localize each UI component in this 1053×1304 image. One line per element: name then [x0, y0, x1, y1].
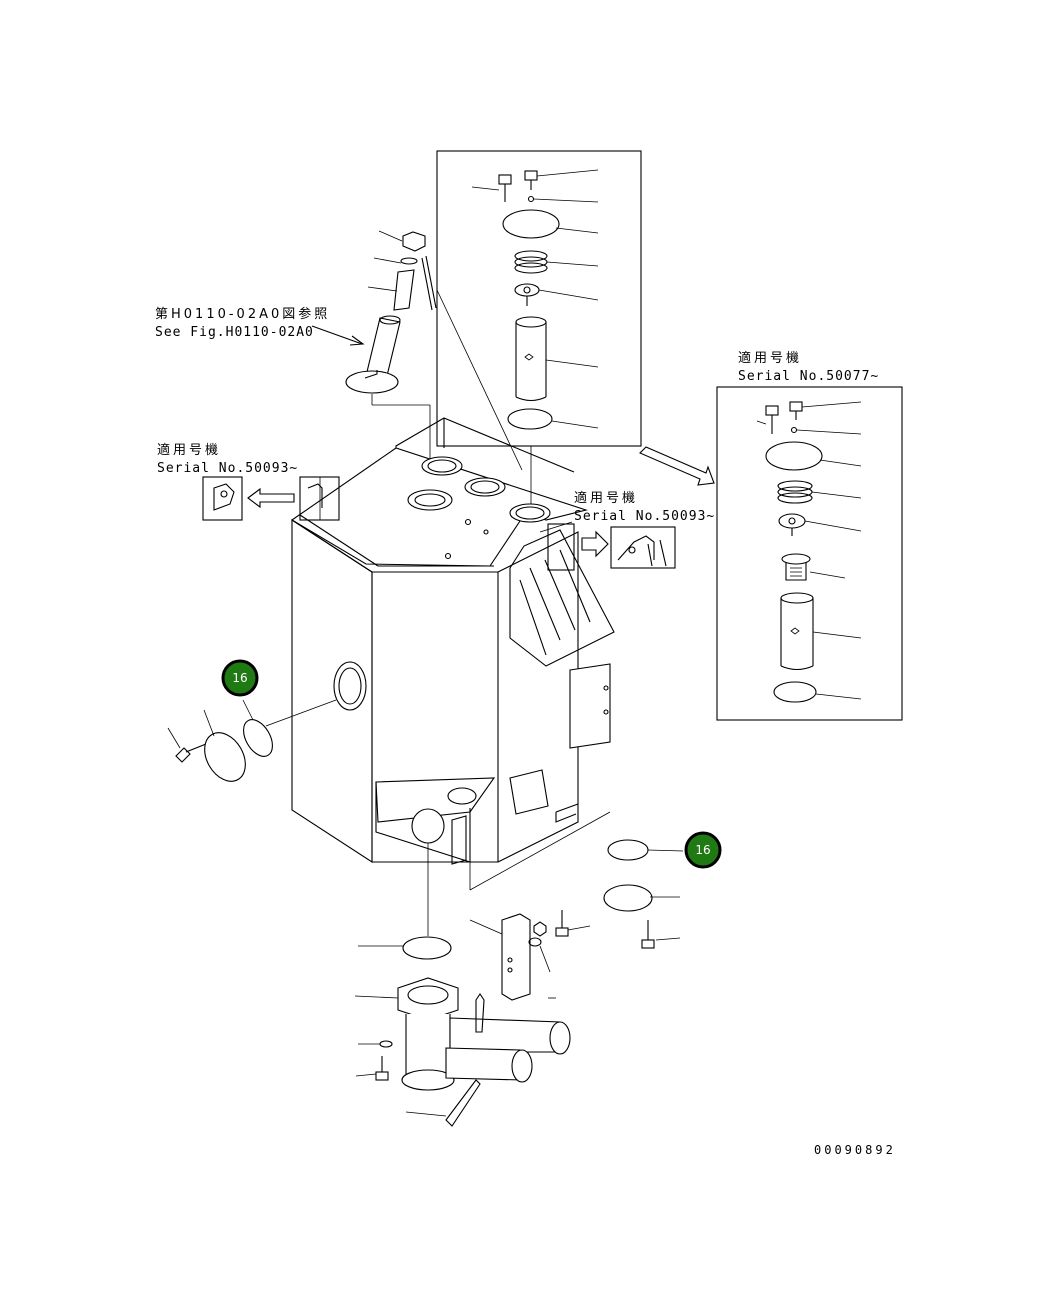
bracket-parts	[469, 910, 591, 1001]
callout-badge-16-left[interactable]: 16	[221, 659, 259, 697]
strainer-part	[393, 269, 415, 311]
cover-plate	[502, 209, 560, 239]
filler-cap	[402, 231, 426, 252]
serial-note-right-number: Serial No.50077~	[738, 369, 879, 384]
suction-flange	[397, 977, 459, 1021]
tank-port	[407, 489, 453, 511]
callout-badge-16-left-label: 16	[232, 671, 247, 685]
cover-plate	[765, 441, 823, 471]
valve-part	[778, 513, 806, 529]
hose-clamp	[445, 1079, 481, 1127]
filler-neck-assembly	[311, 230, 437, 460]
filter-inset-right: 適用号機 Serial No.50077~	[639, 350, 903, 721]
drawing-number: 00090892	[814, 1143, 896, 1157]
serial-note-left-number: Serial No.50093~	[157, 461, 298, 476]
sight-gauge-parts	[167, 699, 337, 782]
nut-part	[533, 921, 547, 937]
gasket-ring	[507, 408, 553, 430]
valve-part	[514, 283, 540, 297]
bolt-icon	[375, 1056, 389, 1081]
arrow-left-icon	[247, 487, 295, 509]
side-bracket-box	[569, 663, 611, 749]
arrow-diagonal-icon	[639, 446, 715, 486]
bolt-icon	[789, 401, 803, 420]
filler-flange	[345, 370, 399, 394]
bolt-icon	[555, 910, 569, 937]
bolt-icon	[175, 743, 207, 763]
support-bracket	[501, 913, 531, 1001]
suction-port	[411, 808, 445, 844]
label-plate	[509, 769, 549, 815]
serial-note-right-label: 適用号機	[738, 350, 802, 366]
gasket-ring	[243, 719, 273, 757]
filter-element	[780, 592, 814, 671]
filter-element	[515, 316, 547, 402]
bolt-icon	[498, 174, 512, 202]
serial-note-middle-label: 適用号機	[574, 490, 638, 506]
gasket-ring	[402, 936, 452, 960]
serial-note-left-label: 適用号機	[157, 442, 221, 458]
serial-note-middle: 適用号機 Serial No.50093~	[574, 490, 715, 569]
gasket-ring	[607, 839, 649, 861]
gasket-ring	[773, 681, 817, 703]
hydraulic-tank	[290, 417, 615, 865]
serial-note-middle-number: Serial No.50093~	[574, 509, 715, 524]
arrow-right-icon	[581, 530, 609, 558]
callout-badge-16-right[interactable]: 16	[684, 831, 722, 869]
bolt-icon	[524, 170, 538, 190]
callout-badge-16-right-label: 16	[695, 843, 710, 857]
sight-gauge-cover	[204, 732, 246, 782]
drain-cover-parts	[469, 811, 684, 949]
strainer-part	[781, 553, 811, 565]
washer-part	[528, 937, 542, 947]
drain-cover-plate	[603, 884, 653, 912]
serial-note-left: 適用号機 Serial No.50093~	[157, 442, 340, 521]
hose-clamp	[475, 993, 485, 1033]
bolt-icon	[641, 920, 655, 949]
fig-ref-english: See Fig.H0110-02A0	[155, 325, 314, 340]
fig-ref-japanese: 第H0110-02A0図参照	[155, 306, 330, 322]
suction-assembly	[354, 843, 571, 1127]
filter-inset-top	[436, 150, 642, 508]
bolt-icon	[765, 405, 779, 434]
